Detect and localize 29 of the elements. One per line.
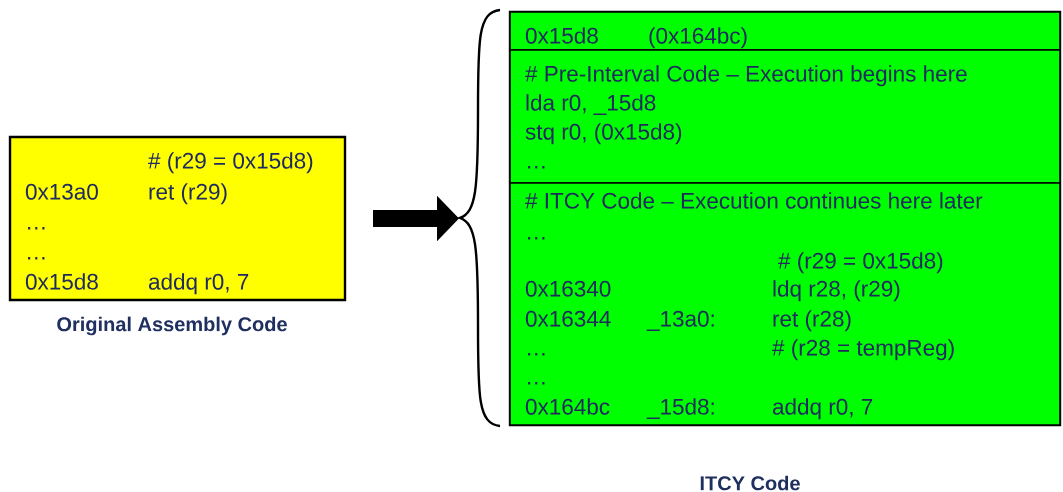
code-line: … bbox=[528, 353, 545, 356]
code-line: 0x15d8 bbox=[525, 27, 598, 44]
code-line: ret (r28) bbox=[773, 310, 851, 332]
code-line: 0x13a0 bbox=[25, 183, 98, 200]
code-line: … bbox=[28, 257, 45, 260]
code-line: … bbox=[28, 227, 45, 230]
code-line: 0x16340 bbox=[525, 280, 611, 297]
code-line: lda r0, _15d8 bbox=[526, 94, 656, 115]
code-line: # (r29 = 0x15d8) bbox=[778, 252, 943, 274]
code-line: addq r0, 7 bbox=[772, 398, 873, 420]
code-line: stq r0, (0x15d8) bbox=[525, 123, 682, 145]
code-line: _15d8: bbox=[646, 398, 714, 419]
code-line: ret (r29) bbox=[149, 183, 227, 205]
code-line: # (r28 = tempReg) bbox=[772, 339, 954, 361]
code-line: ldq r28, (r29) bbox=[773, 280, 900, 302]
code-line: 0x164bc bbox=[525, 398, 610, 415]
node-label: Original Assembly Code bbox=[57, 316, 287, 336]
code-line: # ITCY Code – Execution continues here later bbox=[525, 192, 983, 209]
code-line: … bbox=[528, 166, 545, 169]
code-line: # Pre-Interval Code – Execution begins here bbox=[525, 65, 967, 87]
code-line: (0x164bc) bbox=[649, 27, 747, 49]
code-line: 0x16344 bbox=[525, 310, 611, 327]
code-line: _13a0: bbox=[646, 310, 714, 331]
code-line: … bbox=[528, 382, 545, 385]
code-line: addq r0, 7 bbox=[148, 273, 249, 295]
node-label: ITCY Code bbox=[700, 475, 800, 491]
code-line: # (r29 = 0x15d8) bbox=[148, 152, 313, 174]
code-line: 0x15d8 bbox=[25, 273, 98, 290]
code-line: … bbox=[528, 237, 545, 240]
